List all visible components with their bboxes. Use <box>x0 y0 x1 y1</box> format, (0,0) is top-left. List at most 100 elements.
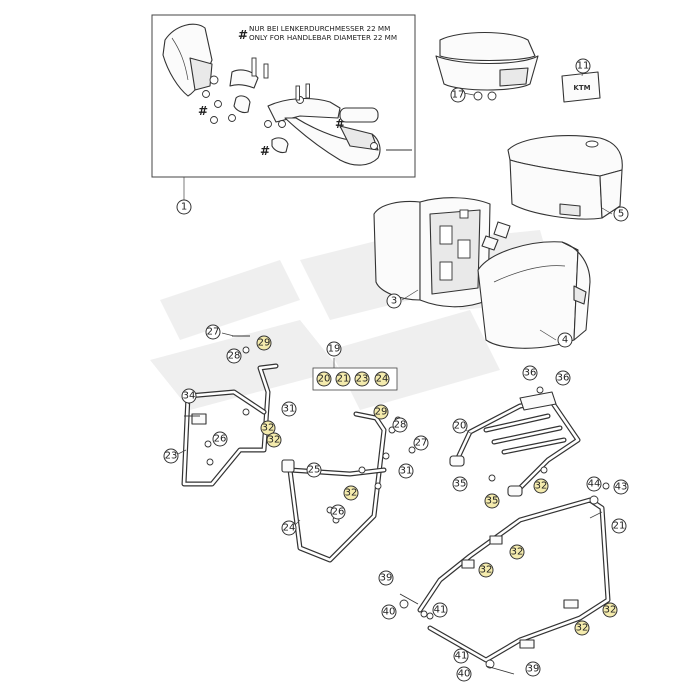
callout-25[interactable]: 25 <box>306 462 322 478</box>
callout-19[interactable]: 19 <box>326 341 342 357</box>
callout-32b[interactable]: 32 <box>266 432 282 448</box>
callout-31b[interactable]: 31 <box>398 463 414 479</box>
callout-39b[interactable]: 39 <box>525 661 541 677</box>
svg-text:4: 4 <box>562 335 568 346</box>
svg-text:31: 31 <box>283 404 296 415</box>
svg-text:32: 32 <box>604 605 617 616</box>
svg-text:32: 32 <box>262 423 275 434</box>
callout-28b[interactable]: 28 <box>392 417 408 433</box>
callout-32d[interactable]: 32 <box>533 478 549 494</box>
callout-35a[interactable]: 35 <box>452 476 468 492</box>
callout-20[interactable]: 20 <box>452 418 468 434</box>
callout-17[interactable]: 17 <box>450 87 466 103</box>
detail-box <box>151 14 416 178</box>
svg-text:40: 40 <box>383 607 396 618</box>
hash-mark-1: # <box>198 104 208 118</box>
ktm-logo: KTM <box>573 84 590 92</box>
note-line1: NUR BEI LENKERDURCHMESSER 22 MM <box>249 24 390 33</box>
callout-32g[interactable]: 32 <box>602 602 618 618</box>
callout-23a[interactable]: 23 <box>354 371 370 387</box>
top-case <box>507 135 623 220</box>
svg-text:3: 3 <box>391 296 397 307</box>
callout-43[interactable]: 43 <box>613 479 629 495</box>
callout-41b[interactable]: 41 <box>453 648 469 664</box>
callout-11[interactable]: 11 <box>575 58 591 74</box>
rack-left <box>181 335 279 487</box>
svg-text:21: 21 <box>337 374 350 385</box>
svg-text:32: 32 <box>345 488 358 499</box>
callout-27b[interactable]: 27 <box>413 435 429 451</box>
callout-4[interactable]: 4 <box>557 332 573 348</box>
callout-29a[interactable]: 29 <box>256 335 272 351</box>
callout-24a[interactable]: 24 <box>374 371 390 387</box>
callout-26a[interactable]: 26 <box>212 431 228 447</box>
callout-21[interactable]: 21 <box>611 518 627 534</box>
svg-text:40: 40 <box>458 669 471 680</box>
callout-32f[interactable]: 32 <box>478 562 494 578</box>
svg-text:39: 39 <box>527 664 540 675</box>
svg-text:23: 23 <box>165 451 178 462</box>
callout-21a[interactable]: 21 <box>335 371 351 387</box>
callout-28a[interactable]: 28 <box>226 348 242 364</box>
callout-32h[interactable]: 32 <box>574 620 590 636</box>
callout-40a[interactable]: 40 <box>381 604 397 620</box>
callout-32e[interactable]: 32 <box>509 544 525 560</box>
svg-text:29: 29 <box>258 338 271 349</box>
svg-text:24: 24 <box>283 523 296 534</box>
svg-text:21: 21 <box>613 521 626 532</box>
callout-36a[interactable]: 36 <box>522 365 538 381</box>
sticker: KTM <box>561 71 601 103</box>
tank-bag <box>435 31 539 101</box>
svg-text:34: 34 <box>183 391 196 402</box>
svg-text:35: 35 <box>454 479 467 490</box>
svg-text:17: 17 <box>452 90 465 101</box>
svg-text:41: 41 <box>455 651 468 662</box>
callout-31a[interactable]: 31 <box>281 401 297 417</box>
callout-36b[interactable]: 36 <box>555 370 571 386</box>
svg-text:1: 1 <box>181 202 187 213</box>
hash-symbol: # <box>238 28 248 42</box>
callout-44[interactable]: 44 <box>586 476 602 492</box>
callout-41a[interactable]: 41 <box>432 602 448 618</box>
svg-text:25: 25 <box>308 465 321 476</box>
svg-text:43: 43 <box>615 482 628 493</box>
callout-1[interactable]: 1 <box>176 199 192 215</box>
callout-40b[interactable]: 40 <box>456 666 472 682</box>
callout-3[interactable]: 3 <box>386 293 402 309</box>
callout-32a[interactable]: 32 <box>260 420 276 436</box>
callout-39a[interactable]: 39 <box>378 570 394 586</box>
svg-text:11: 11 <box>577 61 590 72</box>
callout-35b[interactable]: 35 <box>484 493 500 509</box>
svg-text:27: 27 <box>415 438 428 449</box>
callouts: 1 17 11 5 3 4 27 28 29 19 20 21 23 24 34… <box>163 58 629 682</box>
callout-27a[interactable]: 27 <box>205 324 221 340</box>
hash-mark-2: # <box>260 144 270 158</box>
callout-26b[interactable]: 26 <box>330 504 346 520</box>
callout-23[interactable]: 23 <box>163 448 179 464</box>
handlebar-note: NUR BEI LENKERDURCHMESSER 22 MM ONLY FOR… <box>249 24 397 42</box>
svg-text:41: 41 <box>434 605 447 616</box>
svg-text:32: 32 <box>268 435 281 446</box>
svg-text:32: 32 <box>511 547 524 558</box>
callout-24[interactable]: 24 <box>281 520 297 536</box>
svg-text:32: 32 <box>480 565 493 576</box>
svg-text:20: 20 <box>318 374 331 385</box>
callout-34[interactable]: 34 <box>181 388 197 404</box>
svg-text:19: 19 <box>328 344 341 355</box>
bottom-frame <box>399 495 611 675</box>
pannier-right <box>477 241 591 349</box>
topcase-rack <box>449 386 581 497</box>
svg-text:26: 26 <box>214 434 227 445</box>
svg-text:36: 36 <box>524 368 537 379</box>
callout-20a[interactable]: 20 <box>316 371 332 387</box>
rack-right <box>281 411 390 563</box>
svg-text:35: 35 <box>486 496 499 507</box>
svg-text:28: 28 <box>228 351 241 362</box>
svg-text:39: 39 <box>380 573 393 584</box>
note-line2: ONLY FOR HANDLEBAR DIAMETER 22 MM <box>249 33 397 42</box>
svg-text:32: 32 <box>535 481 548 492</box>
callout-29b[interactable]: 29 <box>373 404 389 420</box>
callout-5[interactable]: 5 <box>613 206 629 222</box>
callout-32c[interactable]: 32 <box>343 485 359 501</box>
